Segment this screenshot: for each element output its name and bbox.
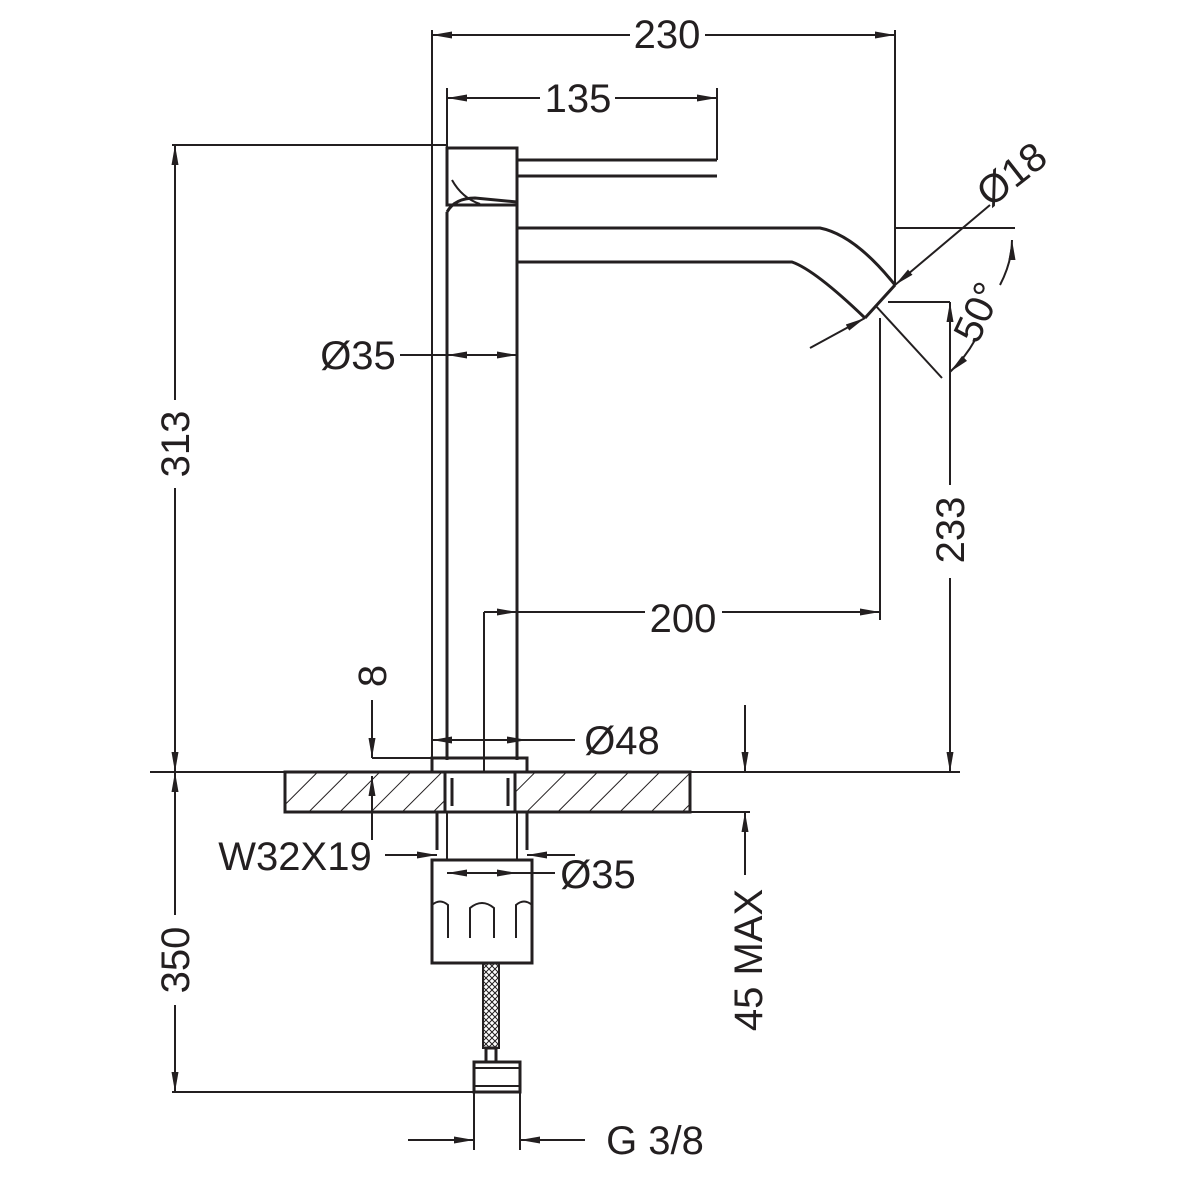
label-base-ring-height: 8 xyxy=(351,665,395,687)
label-base-diameter: Ø48 xyxy=(584,719,660,763)
dimension-spout-angle: 50° xyxy=(945,239,1016,373)
dimension-spout-clearance: 233 xyxy=(929,302,973,772)
dimension-spout-reach: 200 xyxy=(484,597,880,641)
dimension-lever-length: 135 xyxy=(447,77,717,121)
label-shank-diameter: Ø35 xyxy=(560,853,636,897)
label-hose-connection: G 3/8 xyxy=(606,1119,704,1163)
dimension-body-diameter: Ø35 xyxy=(320,334,517,378)
label-outlet-diameter: Ø18 xyxy=(969,134,1056,215)
dimension-outlet-diameter: Ø18 xyxy=(809,134,1056,349)
dimension-max-deck-thickness: 45 MAX xyxy=(727,705,771,1031)
label-max-deck-thickness: 45 MAX xyxy=(727,889,771,1031)
dimension-height-above-deck: 313 xyxy=(154,145,198,772)
label-overall-width: 230 xyxy=(634,13,701,57)
label-lever-length: 135 xyxy=(545,77,612,121)
mounting-assembly xyxy=(430,812,534,1094)
label-height-above-deck: 313 xyxy=(154,411,198,478)
label-spout-reach: 200 xyxy=(650,597,717,641)
label-spout-clearance: 233 xyxy=(929,497,973,564)
hose-connector xyxy=(472,1060,522,1094)
base-ring xyxy=(430,756,529,774)
label-body-diameter: Ø35 xyxy=(320,334,396,378)
lever-handle xyxy=(445,146,519,207)
dimension-base-diameter: Ø48 xyxy=(432,719,660,763)
flexible-hose xyxy=(482,962,500,1049)
faucet-body xyxy=(430,146,897,774)
spout xyxy=(517,226,897,286)
dimension-hose-length: 350 xyxy=(154,772,198,1092)
dimension-overall-width: 230 xyxy=(432,13,895,57)
dimension-base-ring-height: 8 xyxy=(351,665,395,840)
dimension-hose-connection: G 3/8 xyxy=(408,1119,704,1163)
label-shank-thread: W32X19 xyxy=(218,835,371,879)
label-hose-length: 350 xyxy=(154,927,198,994)
extension-lines xyxy=(150,30,1015,1150)
spout-outlet xyxy=(863,283,897,320)
dimension-shank-diameter: Ø35 xyxy=(447,853,636,897)
label-spout-angle: 50° xyxy=(945,276,1010,349)
dimension-shank-thread: W32X19 xyxy=(218,835,575,879)
countertop-deck xyxy=(283,770,692,814)
